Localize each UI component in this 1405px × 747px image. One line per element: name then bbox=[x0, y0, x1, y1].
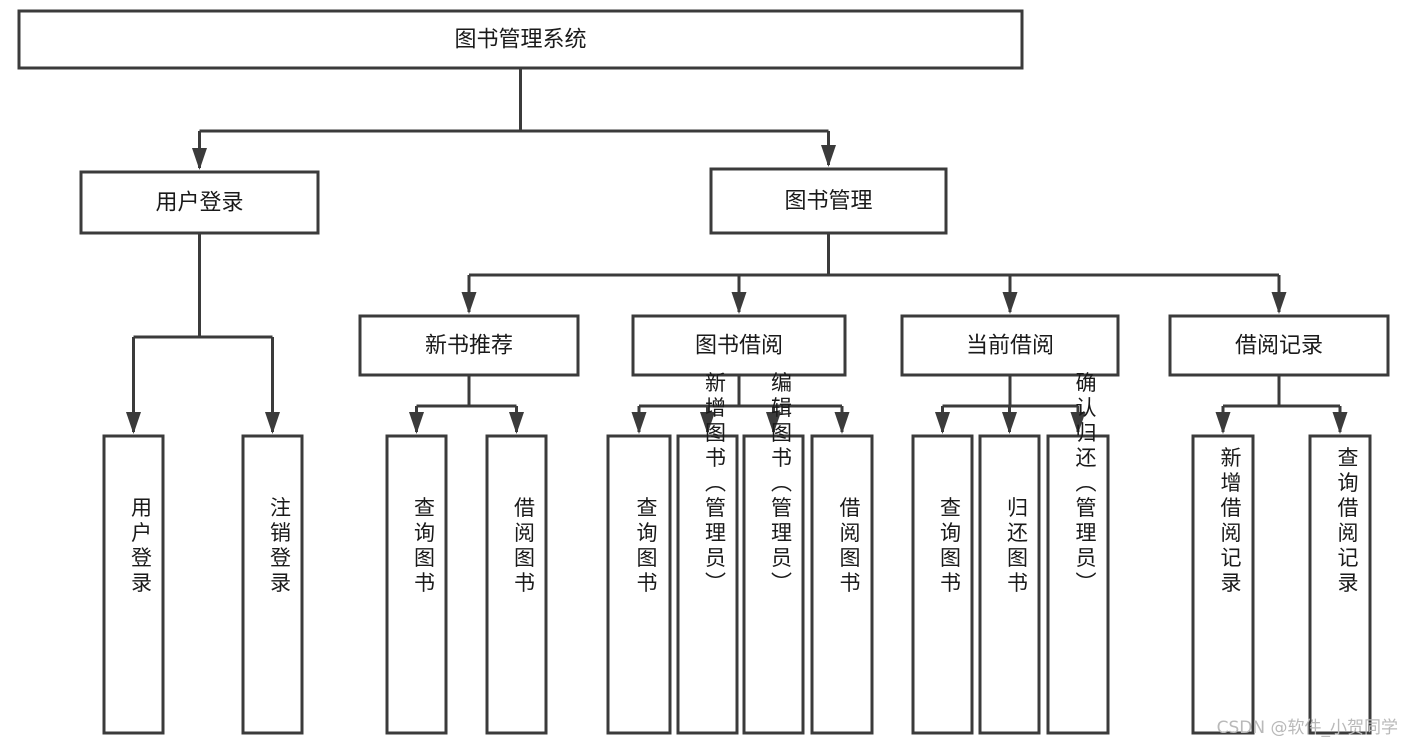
node-label: 注销登录 bbox=[268, 497, 292, 597]
arrow-head-icon bbox=[461, 292, 477, 314]
node-图书管理系统[interactable]: 图书管理系统 bbox=[17, 9, 1024, 70]
node-借阅记录[interactable]: 借阅记录 bbox=[1168, 314, 1390, 377]
arrow-head-icon bbox=[766, 412, 781, 434]
arrow-head-icon bbox=[1215, 412, 1231, 434]
node-注销登录[interactable]: 注销登录 bbox=[241, 434, 304, 735]
node-label: 用户登录 bbox=[129, 497, 153, 597]
node-label: 查询图书 bbox=[938, 497, 962, 597]
node-box[interactable] bbox=[742, 434, 805, 735]
node-label: 图书管理 bbox=[784, 189, 872, 214]
node-label: 图书管理系统 bbox=[454, 28, 586, 53]
arrow-head-icon bbox=[1002, 412, 1017, 434]
node-box[interactable] bbox=[79, 170, 320, 235]
csdn-watermark: CSDN @软件_小贺同学 bbox=[1217, 718, 1398, 738]
node-新书推荐[interactable]: 新书推荐 bbox=[358, 314, 580, 377]
arrow-head-icon bbox=[700, 412, 715, 434]
node-新增图书管理员[interactable]: 新增图书（管理员） bbox=[676, 372, 739, 735]
node-label: 新增图书（管理员） bbox=[703, 372, 727, 597]
node-查询图书[interactable]: 查询图书 bbox=[911, 434, 974, 735]
node-label: 借阅记录 bbox=[1235, 334, 1323, 359]
node-确认归还管理员[interactable]: 确认归还（管理员） bbox=[1046, 372, 1110, 735]
arrow-head-icon bbox=[834, 412, 850, 434]
node-box[interactable] bbox=[385, 434, 448, 735]
node-box[interactable] bbox=[810, 434, 874, 735]
arrow-head-icon bbox=[1332, 412, 1348, 434]
arrow-head-icon bbox=[509, 412, 524, 434]
node-box[interactable] bbox=[17, 9, 1024, 70]
arrow-head-icon bbox=[935, 412, 950, 434]
node-用户登录[interactable]: 用户登录 bbox=[79, 170, 320, 235]
node-label: 归还图书 bbox=[1005, 497, 1029, 597]
node-查询图书[interactable]: 查询图书 bbox=[606, 434, 672, 735]
connector-layer bbox=[126, 68, 1348, 434]
arrow-head-icon bbox=[731, 292, 747, 314]
node-label: 查询图书 bbox=[634, 497, 658, 597]
node-layer: 图书管理系统用户登录图书管理新书推荐图书借阅当前借阅借阅记录用户登录注销登录查询… bbox=[17, 9, 1390, 735]
node-box[interactable] bbox=[900, 314, 1120, 377]
arrow-head-icon bbox=[1271, 292, 1287, 314]
node-label: 用户登录 bbox=[155, 191, 243, 216]
node-编辑图书管理员[interactable]: 编辑图书（管理员） bbox=[742, 372, 805, 735]
node-图书借阅[interactable]: 图书借阅 bbox=[631, 314, 847, 377]
node-label: 图书借阅 bbox=[695, 334, 783, 359]
node-box[interactable] bbox=[1191, 434, 1255, 735]
node-label: 新书推荐 bbox=[425, 334, 513, 359]
node-box[interactable] bbox=[102, 434, 165, 735]
node-label: 借阅图书 bbox=[837, 497, 861, 597]
node-label: 当前借阅 bbox=[966, 334, 1054, 359]
node-box[interactable] bbox=[631, 314, 847, 377]
node-借阅图书[interactable]: 借阅图书 bbox=[810, 434, 874, 735]
arrow-head-icon bbox=[821, 145, 836, 167]
node-查询图书[interactable]: 查询图书 bbox=[385, 434, 448, 735]
node-归还图书[interactable]: 归还图书 bbox=[978, 434, 1041, 735]
node-box[interactable] bbox=[606, 434, 672, 735]
node-查询借阅记录[interactable]: 查询借阅记录 bbox=[1308, 434, 1372, 735]
node-借阅图书[interactable]: 借阅图书 bbox=[485, 434, 548, 735]
node-label: 查询借阅记录 bbox=[1335, 447, 1359, 597]
node-box[interactable] bbox=[709, 167, 948, 235]
node-图书管理[interactable]: 图书管理 bbox=[709, 167, 948, 235]
node-box[interactable] bbox=[1308, 434, 1372, 735]
arrow-head-icon bbox=[409, 412, 424, 434]
node-box[interactable] bbox=[676, 434, 739, 735]
node-box[interactable] bbox=[1168, 314, 1390, 377]
node-box[interactable] bbox=[1046, 434, 1110, 735]
node-box[interactable] bbox=[358, 314, 580, 377]
node-label: 查询图书 bbox=[412, 497, 436, 597]
arrow-head-icon bbox=[1070, 412, 1086, 434]
node-label: 新增借阅记录 bbox=[1218, 447, 1242, 597]
node-box[interactable] bbox=[911, 434, 974, 735]
node-box[interactable] bbox=[241, 434, 304, 735]
arrow-head-icon bbox=[126, 412, 141, 434]
node-label: 借阅图书 bbox=[512, 497, 536, 597]
arrow-head-icon bbox=[631, 412, 647, 434]
arrow-head-icon bbox=[265, 412, 280, 434]
node-box[interactable] bbox=[485, 434, 548, 735]
node-label: 编辑图书（管理员） bbox=[769, 372, 793, 597]
arrow-head-icon bbox=[192, 148, 207, 170]
node-新增借阅记录[interactable]: 新增借阅记录 bbox=[1191, 434, 1255, 735]
arrow-head-icon bbox=[1002, 292, 1018, 314]
node-label: 确认归还（管理员） bbox=[1073, 372, 1097, 597]
node-当前借阅[interactable]: 当前借阅 bbox=[900, 314, 1120, 377]
node-用户登录[interactable]: 用户登录 bbox=[102, 434, 165, 735]
node-box[interactable] bbox=[978, 434, 1041, 735]
